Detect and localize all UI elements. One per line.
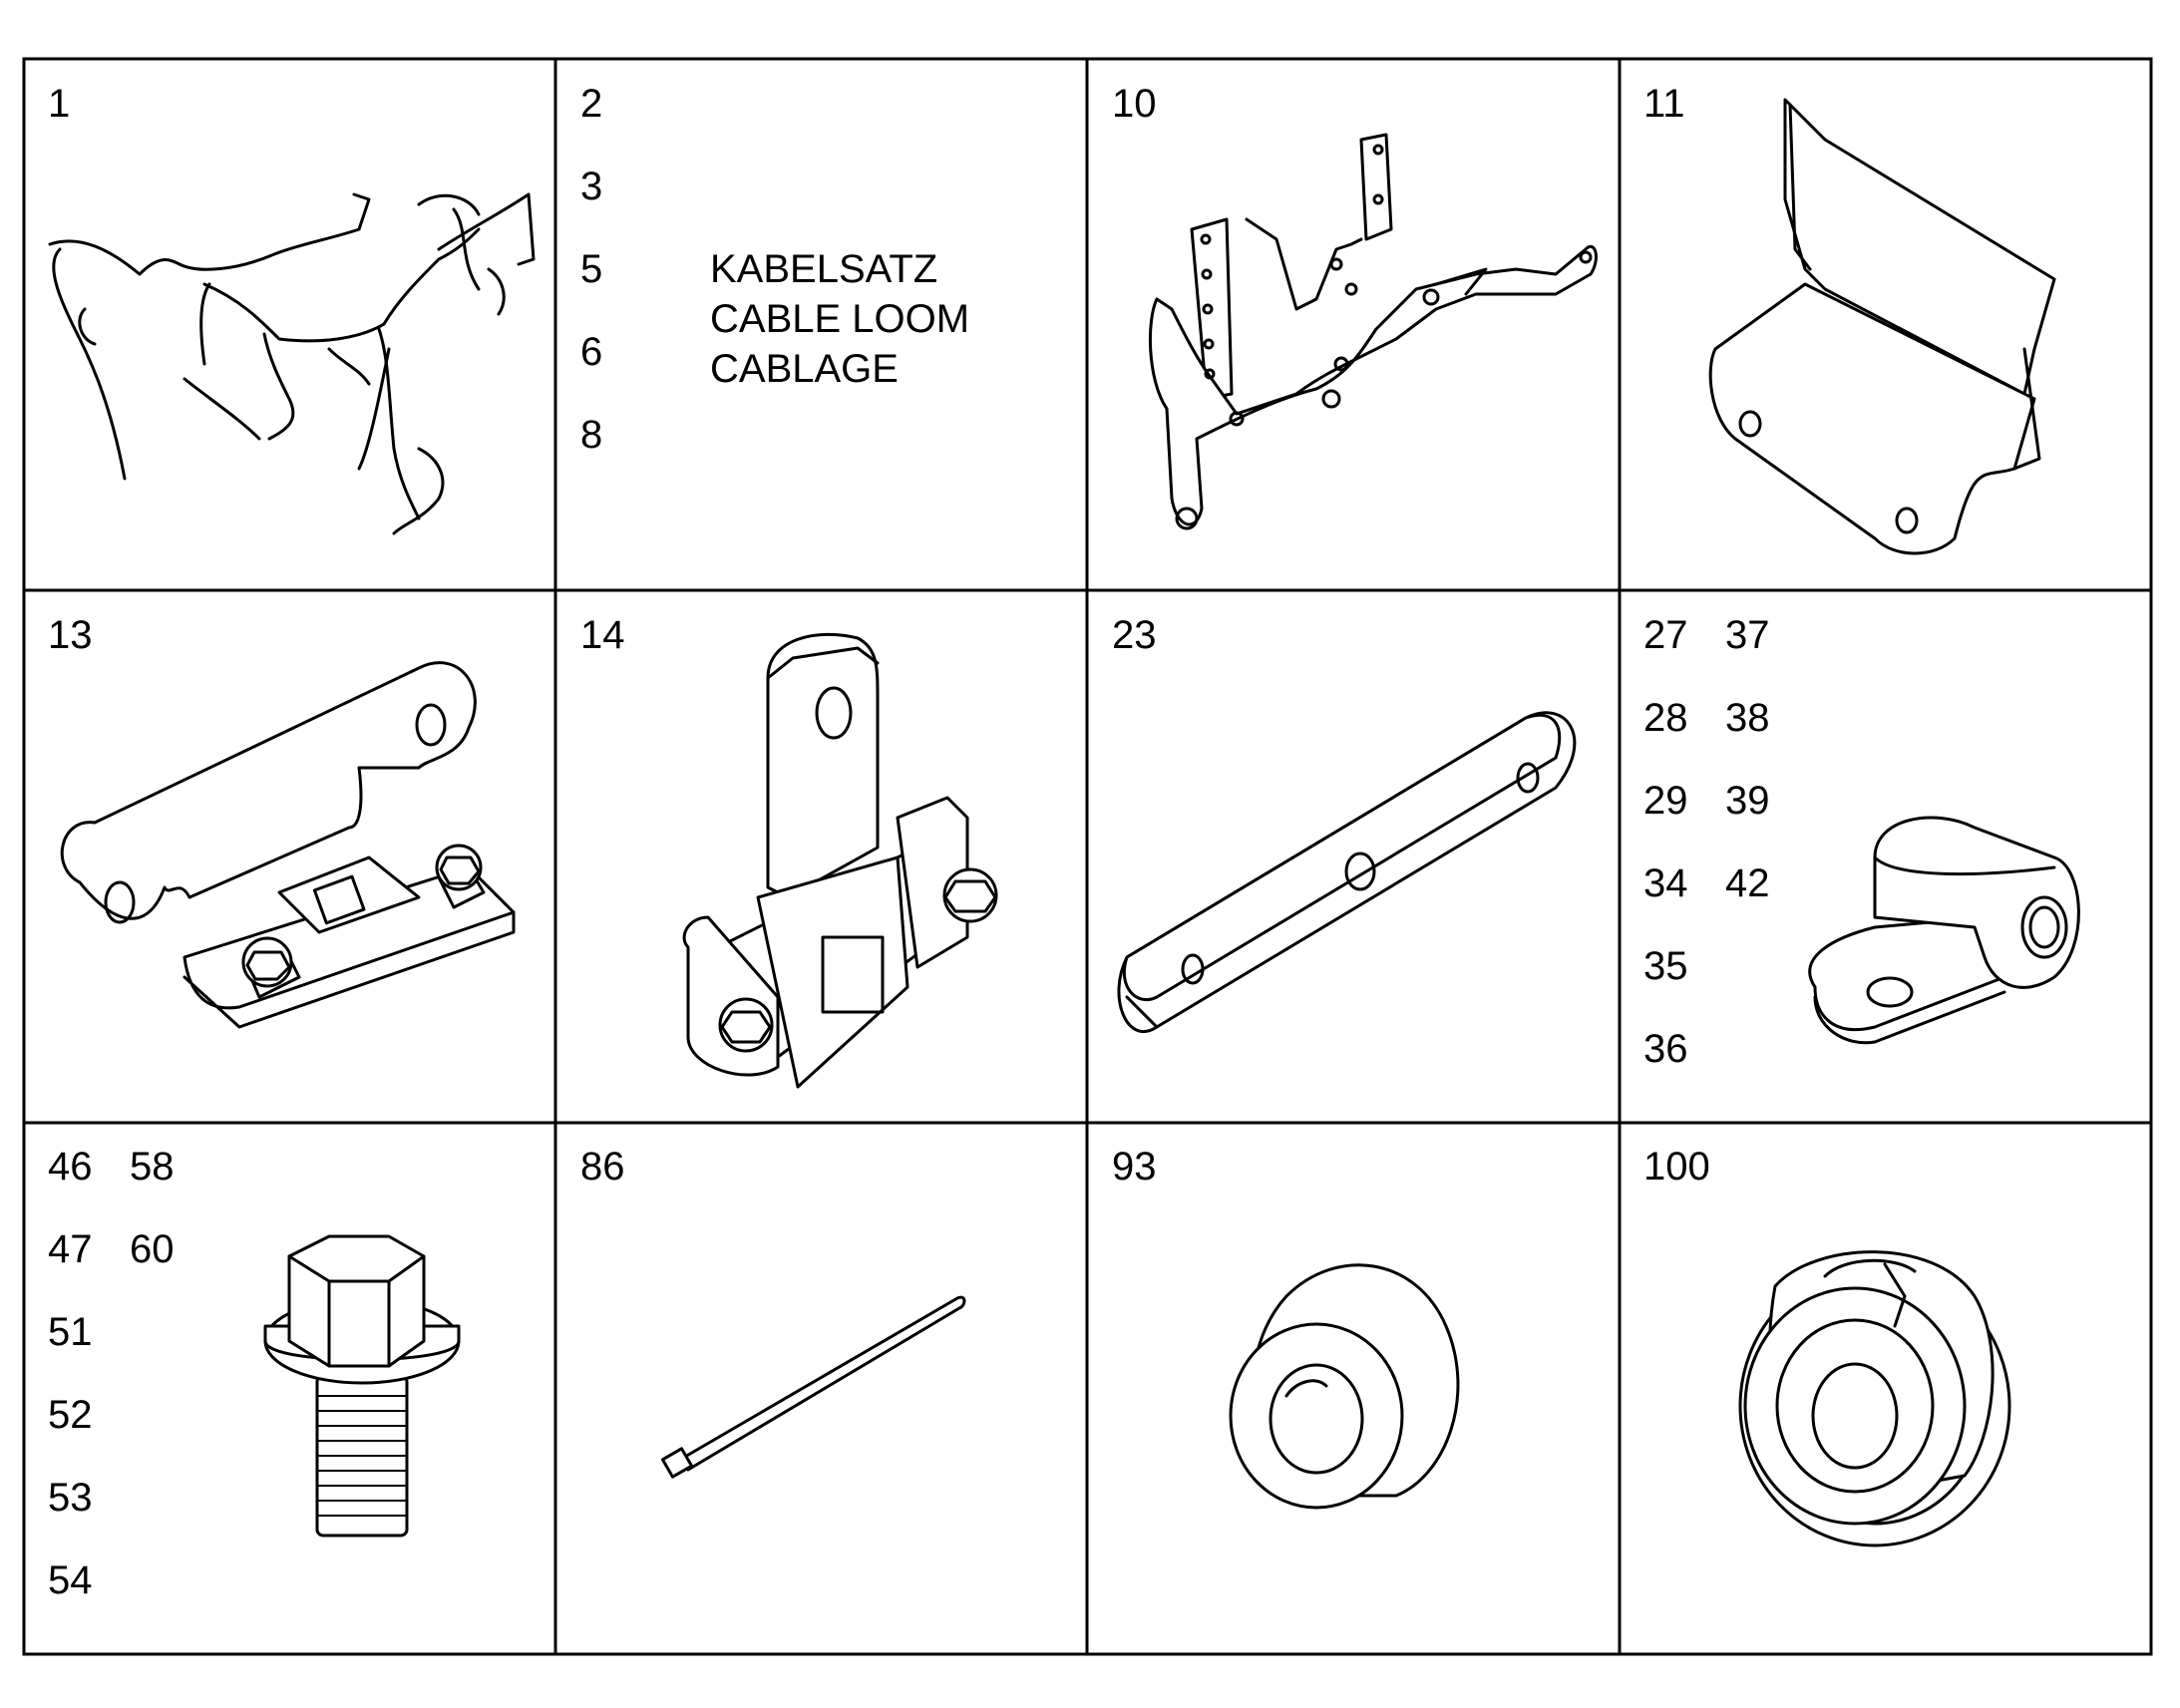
caption-german: KABELSATZ bbox=[710, 247, 937, 291]
part-number: 11 bbox=[1643, 82, 1685, 126]
part-number: 38 bbox=[1725, 696, 1770, 740]
part-number: 1 bbox=[48, 82, 70, 126]
cable-tie-drawing bbox=[660, 1295, 966, 1479]
part-number: 27 bbox=[1643, 613, 1688, 657]
cell-14: 14 bbox=[580, 613, 998, 1089]
cell-23: 23 bbox=[1112, 613, 1577, 1034]
cell-100: 100 bbox=[1643, 1145, 2011, 1547]
part-number: 86 bbox=[580, 1145, 625, 1189]
part-number: 60 bbox=[130, 1227, 175, 1271]
part-number: 46 bbox=[48, 1145, 93, 1189]
part-number: 10 bbox=[1112, 82, 1157, 126]
part-number: 5 bbox=[580, 247, 602, 291]
part-number: 2 bbox=[580, 82, 602, 126]
cable-loom-drawing bbox=[48, 192, 536, 535]
part-number: 52 bbox=[48, 1393, 93, 1437]
cell-27: 27 28 29 34 35 36 37 38 39 42 bbox=[1643, 613, 2080, 1071]
part-number: 35 bbox=[1643, 944, 1688, 988]
cell-46: 46 47 51 52 53 54 58 60 bbox=[48, 1145, 461, 1602]
part-number: 37 bbox=[1725, 613, 1770, 657]
cell-2: 2 3 5 6 8 KABELSATZ CABLE LOOM CABLAGE bbox=[580, 82, 969, 457]
part-number: 14 bbox=[580, 613, 625, 657]
part-number: 23 bbox=[1112, 613, 1157, 657]
part-number: 8 bbox=[580, 413, 602, 457]
part-number: 36 bbox=[1643, 1027, 1688, 1071]
clamp-bracket-drawing bbox=[682, 632, 998, 1089]
part-number: 39 bbox=[1725, 779, 1770, 823]
spacer-bushing-drawing bbox=[1229, 1263, 1460, 1510]
part-number: 53 bbox=[48, 1476, 93, 1520]
cell-10: 10 bbox=[1112, 82, 1598, 530]
part-number: 58 bbox=[130, 1145, 175, 1189]
flat-link-bar-drawing bbox=[1117, 711, 1577, 1034]
grommet-drawing bbox=[1738, 1250, 2011, 1547]
part-number: 28 bbox=[1643, 696, 1688, 740]
bracket-drawing bbox=[1149, 133, 1598, 530]
part-number: 54 bbox=[48, 1558, 93, 1602]
part-number: 34 bbox=[1643, 861, 1688, 905]
mounting-plate-drawing bbox=[60, 661, 516, 1029]
parts-grid bbox=[22, 57, 2153, 1656]
caption-french: CABLAGE bbox=[710, 347, 899, 391]
part-number: 51 bbox=[48, 1310, 93, 1354]
part-number: 3 bbox=[580, 165, 602, 208]
part-number: 13 bbox=[48, 613, 93, 657]
part-number: 29 bbox=[1643, 779, 1688, 823]
part-number: 47 bbox=[48, 1227, 93, 1271]
caption-english: CABLE LOOM bbox=[710, 297, 969, 341]
part-number: 42 bbox=[1725, 861, 1770, 905]
cell-1: 1 bbox=[48, 82, 536, 535]
cover-bracket-drawing bbox=[1708, 98, 2056, 555]
cell-11: 11 bbox=[1643, 82, 2056, 555]
part-number: 93 bbox=[1112, 1145, 1157, 1189]
p-clip-drawing bbox=[1808, 816, 2080, 1045]
cell-86: 86 bbox=[580, 1145, 966, 1479]
cell-93: 93 bbox=[1112, 1145, 1460, 1510]
part-number: 6 bbox=[580, 330, 602, 374]
cell-13: 13 bbox=[48, 613, 516, 1029]
part-number: 100 bbox=[1643, 1145, 1710, 1189]
flange-bolt-drawing bbox=[263, 1234, 461, 1537]
